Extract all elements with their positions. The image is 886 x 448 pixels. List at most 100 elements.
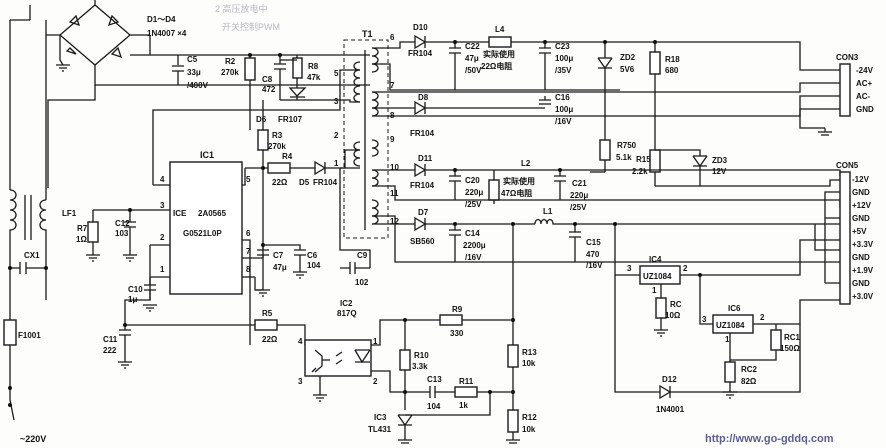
c20-volt: /25V bbox=[465, 200, 482, 209]
resistor-R18 bbox=[649, 51, 661, 75]
resistor-R7 bbox=[87, 221, 99, 243]
svg-text:9: 9 bbox=[390, 135, 395, 144]
svg-text:10: 10 bbox=[390, 163, 399, 172]
ic1-pwm-controller bbox=[169, 161, 243, 295]
zd2-ref: ZD2 bbox=[620, 53, 636, 62]
c10-val: 1μ bbox=[128, 295, 137, 304]
r15-val: 2.2k bbox=[632, 167, 648, 176]
mains-input: F1001 ~220V CX1 LF1 bbox=[3, 5, 77, 444]
svg-text:1: 1 bbox=[373, 337, 378, 346]
c12-val: 103 bbox=[115, 229, 129, 238]
r5-ref: R5 bbox=[262, 309, 273, 318]
svg-text:4: 4 bbox=[298, 337, 303, 346]
r4-val: 22Ω bbox=[272, 178, 288, 187]
connector-CON5 bbox=[839, 171, 851, 305]
resistor-RC2 bbox=[724, 361, 736, 383]
svg-text:1: 1 bbox=[334, 159, 339, 168]
connector-CON3 bbox=[839, 63, 851, 117]
d10-part: FR104 bbox=[408, 49, 433, 58]
r11-ref: R11 bbox=[459, 377, 474, 386]
con3-pin-3: AC- bbox=[856, 92, 871, 101]
r750-val: 5.1k bbox=[616, 153, 632, 162]
svg-text:8: 8 bbox=[246, 265, 251, 274]
c20-val: 220μ bbox=[465, 188, 483, 197]
rc2-ref: RC2 bbox=[741, 365, 758, 374]
d12-part: 1N4001 bbox=[656, 405, 685, 414]
ic2-optocoupler bbox=[304, 339, 372, 377]
r18-ref: R18 bbox=[665, 55, 680, 64]
r12-val: 10k bbox=[522, 425, 536, 434]
d5-part: FR104 bbox=[313, 178, 338, 187]
r8-val: 47k bbox=[307, 73, 321, 82]
l4-note2: 22Ω电阻 bbox=[481, 61, 512, 71]
svg-text:1: 1 bbox=[652, 286, 657, 295]
d6-ref: D6 bbox=[256, 115, 267, 124]
site-watermark: http://www.go-gddq.com bbox=[705, 433, 834, 445]
zd3-ref: ZD3 bbox=[712, 156, 728, 165]
c14-ref: C14 bbox=[465, 229, 480, 238]
con5-pin-2: GND bbox=[852, 188, 870, 197]
l4-note1: 实际使用 bbox=[483, 49, 515, 59]
c22-val: 47μ bbox=[465, 54, 479, 63]
c23-ref: C23 bbox=[555, 42, 570, 51]
cx1-label: CX1 bbox=[24, 251, 40, 260]
r2-ref: R2 bbox=[225, 57, 236, 66]
c5-volt: /400V bbox=[187, 81, 209, 90]
rc-val: 10Ω bbox=[665, 311, 681, 320]
svg-text:6: 6 bbox=[246, 229, 251, 238]
c21-val: 220μ bbox=[570, 191, 588, 200]
con5-pin-6: +3.3V bbox=[852, 240, 874, 249]
svg-text:7: 7 bbox=[246, 247, 251, 256]
ic4-name: UZ1084 bbox=[643, 272, 672, 281]
mains-label: ~220V bbox=[20, 434, 46, 444]
r15-ref: R15 bbox=[636, 155, 651, 164]
svg-text:2: 2 bbox=[683, 264, 688, 273]
r10-val: 3.3k bbox=[412, 362, 428, 371]
resistor-R10 bbox=[399, 349, 411, 371]
svg-text:3: 3 bbox=[627, 264, 632, 273]
d7-ref: D7 bbox=[418, 208, 429, 217]
lf1-label: LF1 bbox=[62, 209, 77, 218]
c22-ref: C22 bbox=[465, 42, 480, 51]
bridge-rectifier: D1～D4 1N4007 ×4 bbox=[46, 0, 187, 75]
c11-ref: C11 bbox=[103, 335, 118, 344]
c15-ref: C15 bbox=[586, 238, 601, 247]
faint-text-2: 开关控制PWM bbox=[222, 21, 280, 32]
con3-pin-4: GND bbox=[856, 105, 874, 114]
rc2-val: 82Ω bbox=[741, 377, 757, 386]
fuse-F1001 bbox=[3, 319, 17, 346]
con3-ref: CON3 bbox=[836, 53, 859, 62]
c21-ref: C21 bbox=[572, 179, 587, 188]
bridge-ref: D1～D4 bbox=[147, 15, 176, 24]
r4-ref: R4 bbox=[282, 152, 293, 161]
d8-ref: D8 bbox=[418, 93, 429, 102]
c8-val: 472 bbox=[262, 85, 276, 94]
c13-val: 104 bbox=[427, 402, 441, 411]
d11-part: FR104 bbox=[410, 181, 435, 190]
r9-val: 330 bbox=[450, 329, 464, 338]
bridge-part: 1N4007 ×4 bbox=[147, 29, 187, 38]
c7-val: 47μ bbox=[273, 263, 287, 272]
ic1-name1: 2A0565 bbox=[198, 209, 227, 218]
ic4-ref: IC4 bbox=[649, 255, 662, 264]
c16-ref: C16 bbox=[555, 93, 570, 102]
c16-val: 100μ bbox=[555, 105, 573, 114]
svg-text:1: 1 bbox=[160, 265, 165, 274]
zd2-val: 5V6 bbox=[620, 65, 635, 74]
c10-ref: C10 bbox=[128, 285, 143, 294]
r2-val: 270k bbox=[221, 68, 239, 77]
l2-note1: 实际使用 bbox=[503, 176, 535, 186]
ic6-ref: IC6 bbox=[728, 304, 741, 313]
svg-text:4: 4 bbox=[160, 175, 165, 184]
svg-text:3: 3 bbox=[298, 377, 303, 386]
ic2-ref: IC2 bbox=[340, 299, 353, 308]
svg-text:2: 2 bbox=[760, 313, 765, 322]
c8-ref: C8 bbox=[262, 75, 273, 84]
c13-ref: C13 bbox=[427, 375, 442, 384]
con5-pin-5: +5V bbox=[852, 227, 867, 236]
d7-part: SB560 bbox=[410, 237, 435, 246]
c6-val: 104 bbox=[307, 261, 321, 270]
c7-ref: C7 bbox=[273, 251, 284, 260]
c6-ref: C6 bbox=[307, 251, 318, 260]
